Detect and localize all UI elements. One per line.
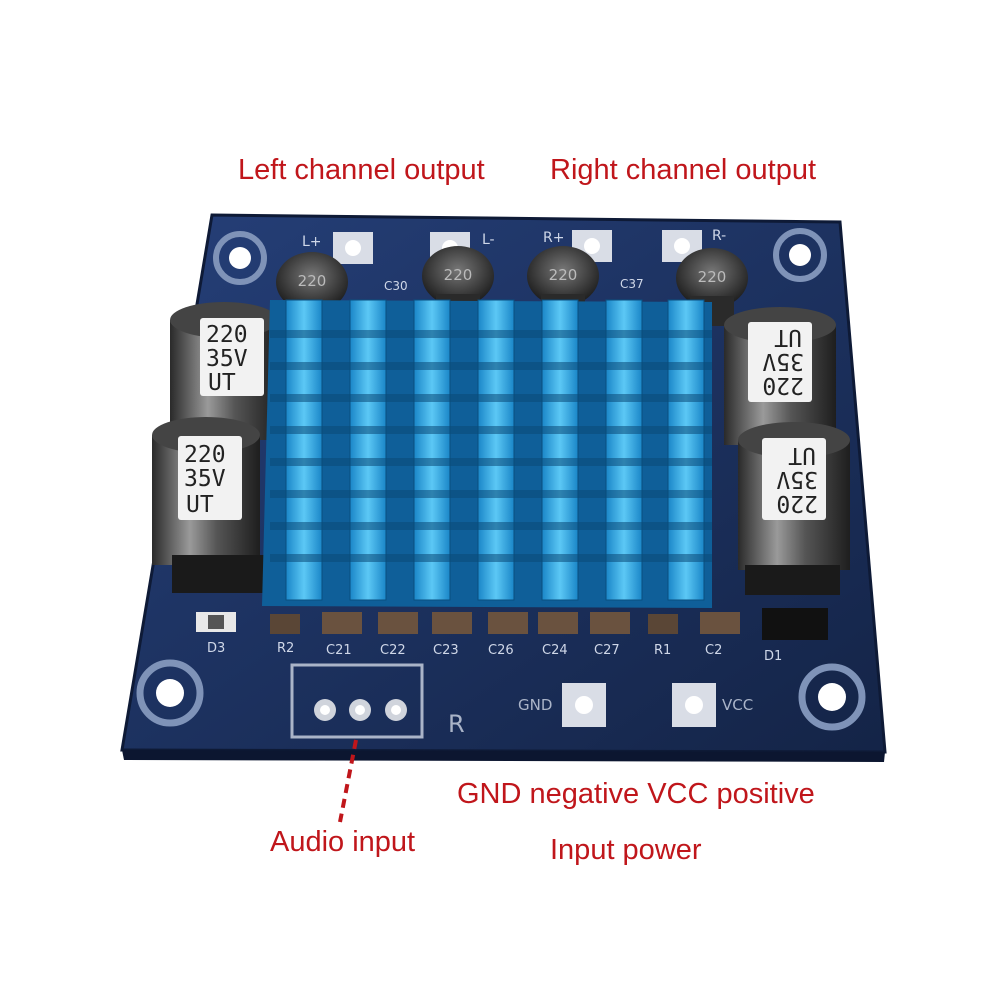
- svg-text:C21: C21: [326, 643, 352, 658]
- svg-text:220: 220: [762, 372, 804, 398]
- svg-text:C23: C23: [433, 643, 459, 658]
- svg-text:220: 220: [206, 322, 248, 348]
- pad-label-r-plus: R+: [543, 230, 564, 246]
- svg-text:35V: 35V: [206, 346, 248, 372]
- capacitors-right: [724, 307, 850, 595]
- svg-text:UT: UT: [788, 442, 816, 468]
- smd-row: [196, 608, 828, 640]
- svg-text:220: 220: [184, 442, 226, 468]
- pad-label-l-minus: L-: [482, 232, 495, 248]
- svg-text:35V: 35V: [184, 466, 226, 492]
- pad-label-r-minus: R-: [712, 228, 726, 244]
- svg-text:35V: 35V: [762, 348, 804, 374]
- mounting-holes: [136, 228, 866, 731]
- svg-text:220: 220: [298, 272, 327, 290]
- audio-input-header: [290, 663, 424, 739]
- svg-text:C24: C24: [542, 643, 568, 658]
- audio-input-label: Audio input: [270, 826, 416, 858]
- svg-text:VCC: VCC: [722, 696, 753, 714]
- svg-text:220: 220: [444, 266, 473, 284]
- input-power-label: Input power: [550, 834, 702, 866]
- pad-label-l-plus: L+: [302, 234, 322, 250]
- right-channel-output-label: Right channel output: [550, 154, 817, 186]
- svg-text:R1: R1: [654, 643, 671, 658]
- svg-text:R: R: [448, 710, 465, 738]
- svg-text:UT: UT: [208, 370, 236, 396]
- svg-text:GND: GND: [518, 696, 552, 714]
- left-channel-output-label: Left channel output: [238, 154, 485, 186]
- svg-text:35V: 35V: [776, 466, 818, 492]
- svg-text:UT: UT: [186, 492, 214, 518]
- power-pads: [562, 683, 716, 727]
- svg-text:C22: C22: [380, 643, 406, 658]
- power-polarity-label: GND negative VCC positive: [457, 778, 815, 810]
- svg-text:C27: C27: [594, 643, 620, 658]
- svg-text:R2: R2: [277, 641, 294, 656]
- svg-text:D3: D3: [207, 641, 225, 656]
- svg-text:220: 220: [549, 266, 578, 284]
- svg-text:220: 220: [698, 268, 727, 286]
- svg-text:C30: C30: [384, 279, 408, 293]
- svg-text:C26: C26: [488, 643, 514, 658]
- svg-text:C37: C37: [620, 277, 644, 291]
- svg-text:UT: UT: [774, 324, 802, 350]
- svg-text:220: 220: [776, 490, 818, 516]
- capacitors-left: [152, 302, 278, 593]
- heatsink: [262, 299, 712, 608]
- svg-text:D1: D1: [764, 649, 782, 664]
- svg-text:C2: C2: [705, 643, 722, 658]
